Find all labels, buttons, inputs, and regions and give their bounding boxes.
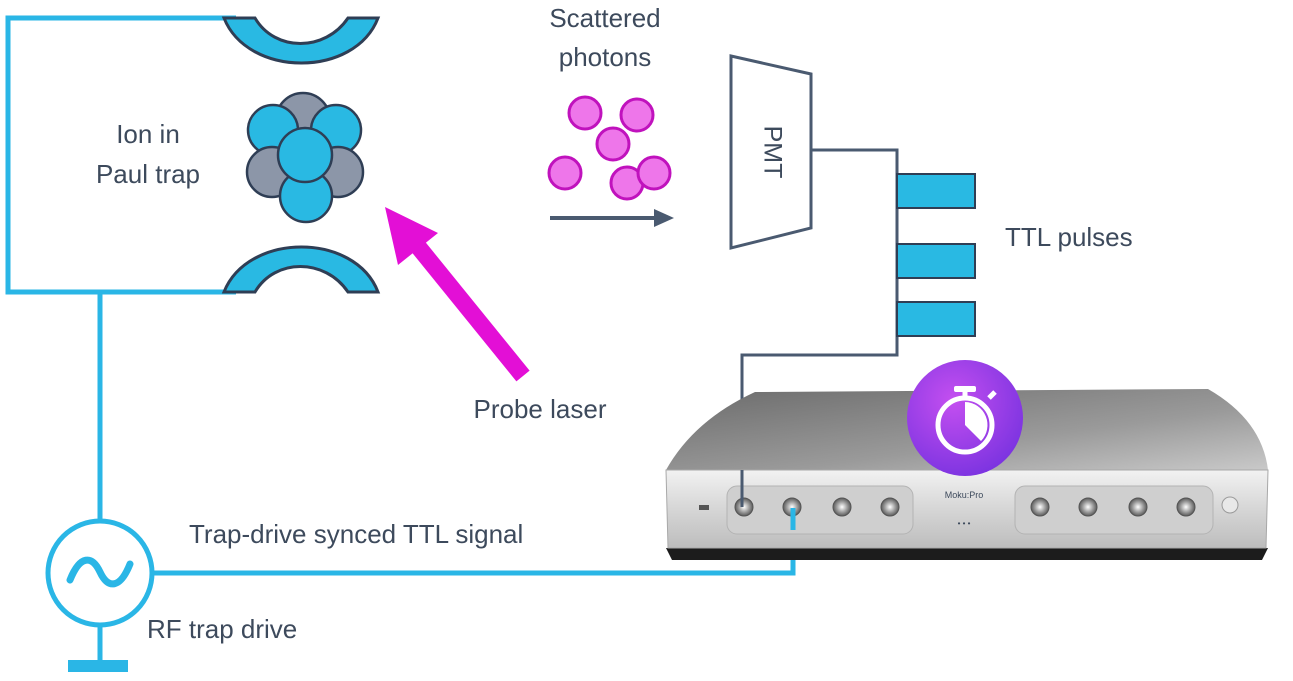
- ttl-pulses-label: TTL pulses: [1005, 222, 1133, 252]
- bnc-connector: [1128, 497, 1148, 517]
- device-port: [699, 505, 709, 510]
- stopwatch-icon: [907, 360, 1023, 476]
- input-panel-left: [726, 485, 914, 535]
- input-panel-right: [1014, 485, 1214, 535]
- device-status-dots: • • •: [958, 519, 971, 528]
- bnc-connector: [880, 497, 900, 517]
- ttl-pulse-group: [896, 173, 976, 337]
- bnc-connector: [832, 497, 852, 517]
- photon-direction-arrow: [550, 209, 674, 227]
- device-shadow: [666, 548, 1268, 560]
- bnc-connector: [1078, 497, 1098, 517]
- bnc-connector: [1176, 497, 1196, 517]
- pmt-detector: [729, 54, 813, 250]
- ion-cluster: [245, 91, 365, 224]
- ion-label-line-1: Ion in: [116, 119, 180, 149]
- device-brand: Moku:Pro: [945, 490, 984, 500]
- probe-laser-arrow: [385, 207, 530, 382]
- upper-electrode: [221, 16, 381, 65]
- ttl-pulse: [896, 301, 976, 337]
- lower-electrode: [221, 245, 381, 294]
- ttl-pulse: [896, 243, 976, 279]
- power-button: [1221, 496, 1239, 514]
- bnc-connector: [734, 497, 754, 517]
- rf-drive-label: RF trap drive: [147, 614, 297, 644]
- sine-wave-icon: [66, 556, 134, 588]
- ttl-pulse: [896, 173, 976, 209]
- photon-group: [547, 95, 672, 201]
- trap-sync-label: Trap-drive synced TTL signal: [189, 519, 523, 549]
- ion-label-line-2: Paul trap: [96, 159, 200, 189]
- probe-laser-label: Probe laser: [474, 394, 607, 424]
- scattered-label-line-2: photons: [559, 42, 652, 72]
- rf-source-symbol: [45, 518, 155, 628]
- bnc-connector: [1030, 497, 1050, 517]
- ground-icon: [68, 660, 128, 672]
- pmt-label: PMT: [758, 126, 786, 179]
- scattered-label-line-1: Scattered: [549, 3, 660, 33]
